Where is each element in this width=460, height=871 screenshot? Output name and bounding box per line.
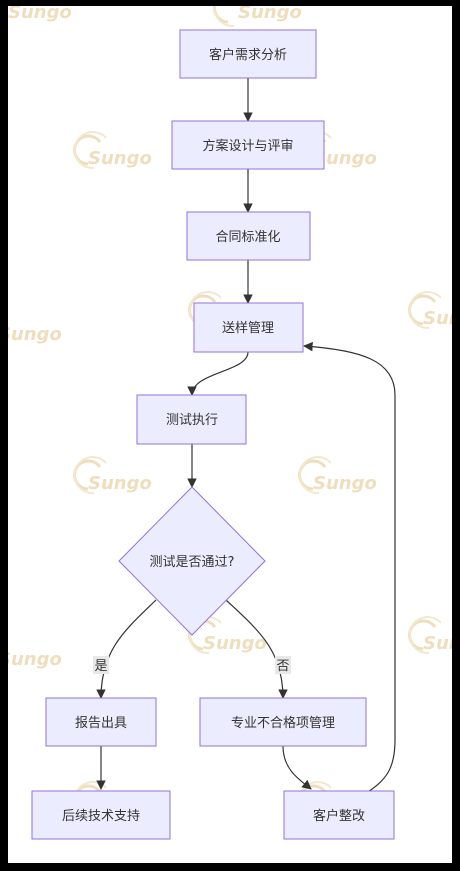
node-decision[interactable]: 测试是否通过?	[118, 486, 266, 636]
node-sample[interactable]: 送样管理	[193, 302, 304, 353]
node-contract[interactable]: 合同标准化	[186, 211, 311, 261]
edge-label-no-text: 否	[276, 659, 289, 674]
watermark-text: Sungo	[8, 324, 62, 345]
watermark-text: Sungo	[423, 633, 452, 654]
watermark: Sungo	[213, 6, 302, 28]
watermark-text: Sungo	[423, 308, 452, 329]
watermark: Sungo	[408, 615, 452, 655]
watermark-text: Sungo	[238, 6, 302, 23]
watermark: Sungo	[298, 455, 377, 495]
node-report[interactable]: 报告出具	[45, 697, 157, 747]
node-design-label: 方案设计与评审	[202, 138, 293, 154]
watermark-text: Sungo	[8, 649, 62, 670]
edges	[96, 78, 396, 793]
watermark: Sungo	[73, 130, 152, 170]
watermark-text: Sungo	[313, 473, 377, 494]
edge-nonconform-rectify	[282, 745, 312, 790]
node-requirement-label: 客户需求分析	[209, 47, 287, 63]
node-requirement[interactable]: 客户需求分析	[179, 29, 317, 79]
node-test[interactable]: 测试执行	[136, 394, 247, 445]
edge-sample-test	[187, 351, 249, 396]
watermark-text: Sungo	[8, 6, 72, 23]
edge-label-yes-text: 是	[94, 659, 107, 674]
edge-rectify-sample	[303, 341, 396, 793]
watermark-text: Sungo	[88, 473, 152, 494]
node-contract-label: 合同标准化	[215, 230, 280, 245]
watermark: Sungo	[298, 130, 377, 170]
nodes: 客户需求分析 方案设计与评审 合同标准化 送样管理 测试执行 测试是否通过?	[31, 29, 395, 840]
watermark: Sungo	[8, 649, 62, 670]
edge-decision-nonconform	[225, 599, 288, 699]
edge-label-yes: 是	[93, 656, 109, 674]
node-rectify-label: 客户整改	[313, 808, 365, 824]
watermark: Sungo	[73, 455, 152, 495]
watermark-text: Sungo	[313, 148, 377, 169]
node-support-label: 后续技术支持	[62, 809, 140, 824]
node-test-label: 测试执行	[166, 413, 218, 428]
watermark: Sungo	[8, 324, 62, 345]
node-report-label: 报告出具	[75, 716, 127, 731]
node-support[interactable]: 后续技术支持	[31, 790, 171, 840]
node-sample-label: 送样管理	[222, 321, 274, 336]
diagram-frame: Sungo Sungo Sungo Sungo Sungo Sungo	[8, 6, 452, 863]
edge-decision-report	[96, 599, 157, 699]
node-nonconform-label: 专业不合格项管理	[231, 715, 335, 731]
node-rectify[interactable]: 客户整改	[283, 790, 395, 840]
node-design[interactable]: 方案设计与评审	[171, 120, 325, 170]
watermark-text: Sungo	[88, 148, 152, 169]
node-decision-label: 测试是否通过?	[150, 555, 235, 570]
edge-label-no: 否	[275, 656, 291, 674]
flowchart-canvas: Sungo Sungo Sungo Sungo Sungo Sungo	[8, 6, 452, 840]
watermark: Sungo	[408, 290, 452, 330]
node-nonconform[interactable]: 专业不合格项管理	[199, 697, 367, 747]
watermark: Sungo	[188, 615, 267, 655]
watermark: Sungo	[8, 6, 72, 28]
watermark-text: Sungo	[203, 633, 267, 654]
